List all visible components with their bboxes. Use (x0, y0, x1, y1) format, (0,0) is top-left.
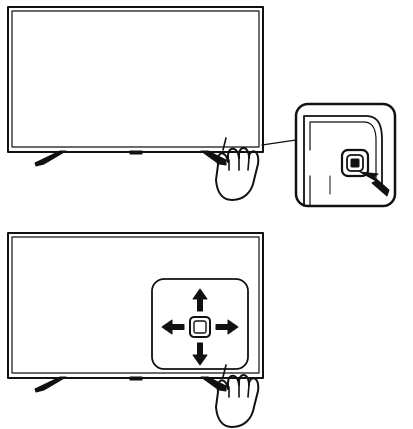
arrow-left-icon (161, 319, 185, 335)
arrow-right-icon (215, 319, 239, 335)
panel-top (7, 6, 397, 208)
panel-bottom (7, 232, 264, 428)
tv-top (7, 6, 264, 155)
callout-connector-top (261, 139, 297, 146)
callout-directions (151, 278, 249, 370)
joystick-center-icon (189, 316, 211, 338)
arrow-down-icon (192, 342, 208, 366)
stand-right-top (200, 150, 227, 166)
hand-pointer-icon-bottom (215, 364, 260, 428)
callout-zoom-joystick (294, 102, 397, 208)
joystick-button-icon (340, 148, 370, 178)
arrow-up-icon (192, 288, 208, 312)
stand-right-bottom (200, 376, 227, 392)
hand-pointer-icon (215, 137, 260, 201)
press-arrow-icon (359, 171, 390, 197)
stand-left-bottom (34, 376, 67, 393)
tv-bottom (7, 232, 264, 381)
stand-left-top (34, 150, 67, 167)
